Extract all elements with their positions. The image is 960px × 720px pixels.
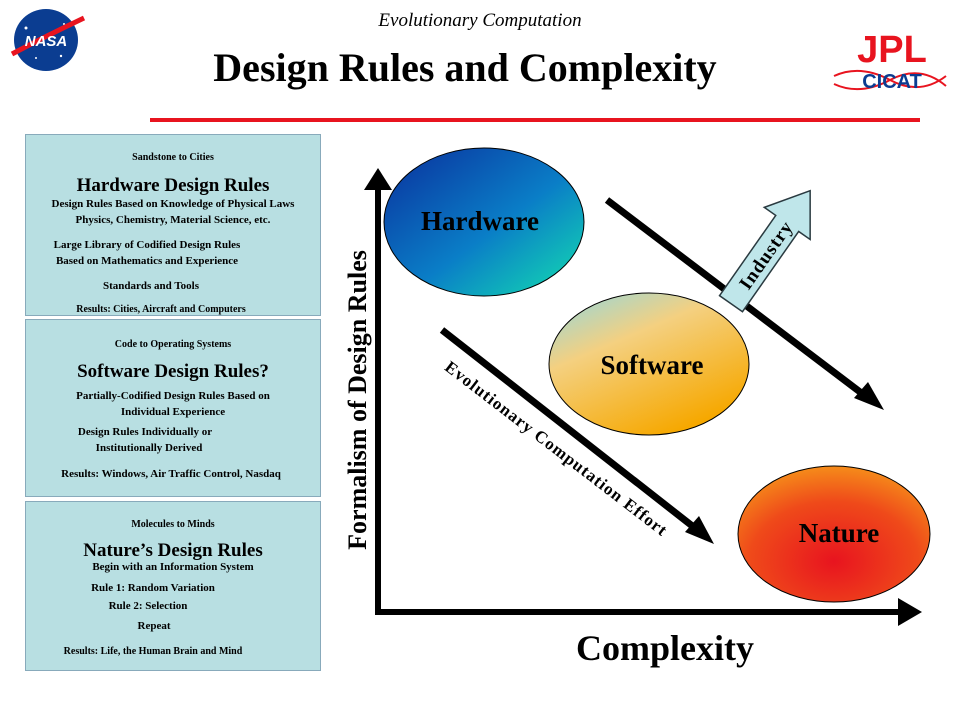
panel-line: Large Library of Codified Design Rules <box>53 239 241 251</box>
title-divider <box>150 118 920 122</box>
page-title: Design Rules and Complexity <box>213 45 717 90</box>
nasa-logo-text: NASA <box>25 33 68 50</box>
ec-effort-arrowhead <box>685 516 714 544</box>
panel-heading: Hardware Design Rules <box>76 175 270 196</box>
nature-ellipse <box>737 465 931 603</box>
nature-rules-panel: Molecules to Minds Nature’s Design Rules… <box>25 501 321 671</box>
industry-arrow: Industry <box>718 189 811 313</box>
panel-line: Begin with an Information System <box>92 561 254 573</box>
panel-heading: Software Design Rules? <box>77 361 269 382</box>
panel-line: Based on Mathematics and Experience <box>55 255 239 267</box>
panel-line: Institutionally Derived <box>95 442 203 454</box>
panel-caption: Code to Operating Systems <box>114 339 232 350</box>
panel-line: Rule 2: Selection <box>108 600 188 612</box>
panel-line: Results: Windows, Air Traffic Control, N… <box>61 468 281 480</box>
software-label: Software <box>601 350 704 380</box>
hardware-ellipse <box>383 147 585 297</box>
software-rules-panel: Code to Operating Systems Software Desig… <box>25 319 321 497</box>
nasa-logo: NASA <box>10 9 86 71</box>
panel-caption: Molecules to Minds <box>131 519 215 530</box>
y-axis-label: Formalism of Design Rules <box>343 250 372 550</box>
formalism-trend-arrowhead <box>854 382 884 410</box>
panel-line: Individual Experience <box>120 406 226 418</box>
panel-line: Design Rules Based on Knowledge of Physi… <box>51 198 295 210</box>
panel-line: Results: Life, the Human Brain and Mind <box>63 646 243 657</box>
panel-line: Partially-Codified Design Rules Based on <box>76 390 270 402</box>
panel-caption: Sandstone to Cities <box>132 152 214 163</box>
panel-heading: Nature’s Design Rules <box>83 540 263 561</box>
y-axis-arrowhead <box>364 168 392 190</box>
panel-line: Rule 1: Random Variation <box>91 582 215 594</box>
nature-label: Nature <box>799 518 880 548</box>
complexity-diagram: Complexity Formalism of Design Rules Har… <box>343 147 931 668</box>
panel-line: Physics, Chemistry, Material Science, et… <box>75 214 271 226</box>
jpl-logo-text: JPL <box>857 29 927 71</box>
x-axis-arrowhead <box>898 598 922 626</box>
x-axis-label: Complexity <box>576 628 754 668</box>
cicat-logo-text: CICAT <box>862 71 922 93</box>
hardware-label: Hardware <box>421 206 539 236</box>
panel-line: Design Rules Individually or <box>77 426 213 438</box>
page-subtitle: Evolutionary Computation <box>378 10 582 31</box>
hardware-rules-panel: Sandstone to Cities Hardware Design Rule… <box>25 134 321 316</box>
panel-line: Results: Cities, Aircraft and Computers <box>76 304 246 315</box>
jpl-logo: JPL CICAT <box>833 29 947 93</box>
software-ellipse <box>548 292 750 436</box>
panel-line: Repeat <box>137 620 171 632</box>
ec-effort-arrow <box>439 327 703 535</box>
panel-line: Standards and Tools <box>103 280 199 292</box>
